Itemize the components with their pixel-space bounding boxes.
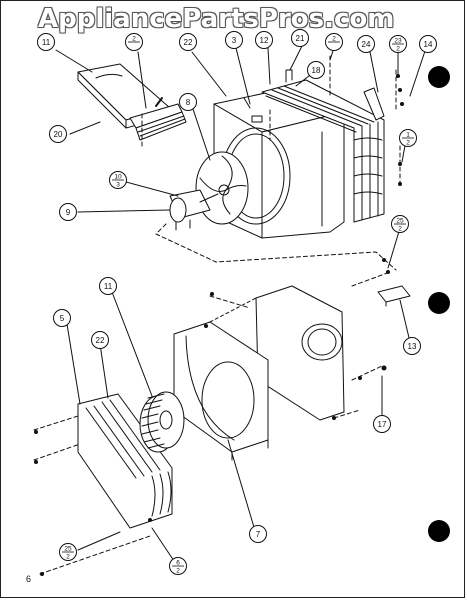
callout-circle	[357, 35, 375, 53]
callout-label: 14	[424, 40, 433, 49]
callout-circle	[99, 277, 117, 295]
callout-label: 18	[312, 66, 321, 75]
condenser-shroud-part	[213, 85, 345, 239]
callout-label: 22	[184, 38, 193, 47]
condenser-coil-part	[261, 69, 385, 223]
callout-denominator: 2	[398, 226, 402, 233]
callout-c3: 3	[225, 31, 243, 49]
binder-hole	[428, 66, 450, 88]
callout-circle	[59, 203, 77, 221]
callout-c12: 12	[255, 31, 273, 49]
callout-circle	[37, 33, 55, 51]
callout-circle	[179, 33, 197, 51]
callout-numerator: 2	[132, 36, 136, 43]
callout-label: 12	[260, 36, 269, 45]
blower-wheel-part	[139, 391, 185, 453]
callout-c10: 103	[109, 171, 127, 189]
dashed-assembly-lines	[33, 55, 401, 575]
callout-numerator: 25	[396, 218, 404, 225]
callout-numerator: 1	[406, 132, 410, 139]
callout-label: 22	[96, 336, 105, 345]
callout-c20: 20	[49, 125, 67, 143]
evaporator-coil-part	[77, 393, 173, 529]
filter-panel-part	[77, 63, 187, 141]
callout-label: 13	[408, 342, 417, 351]
callout-c22a: 22	[179, 33, 197, 51]
callout-circle	[91, 331, 109, 349]
callout-c24: 24	[357, 35, 375, 53]
callout-circle	[403, 337, 421, 355]
callout-circle	[373, 415, 391, 433]
callout-label: 5	[60, 314, 65, 323]
callout-denominator: 2	[176, 568, 180, 575]
screw-hardware	[34, 74, 404, 576]
callout-label: 20	[54, 130, 63, 139]
callout-denominator: 3	[116, 182, 120, 189]
callout-circle	[179, 93, 197, 111]
callout-c9: 9	[59, 203, 77, 221]
callout-circle	[249, 525, 267, 543]
callout-denominator: 2	[396, 46, 400, 53]
watermark: AppliancePartsPros.com	[38, 4, 395, 34]
binder-hole	[428, 520, 450, 542]
callout-c7: 7	[249, 525, 267, 543]
control-bracket-part	[377, 285, 411, 307]
callout-c2b: 2	[325, 33, 343, 51]
callout-numerator: 25	[64, 546, 72, 553]
callout-denominator: 2	[406, 140, 410, 147]
callout-c1: 12	[399, 129, 417, 147]
callout-c25a: 252	[391, 215, 409, 233]
fan-blade-part	[195, 151, 249, 225]
blower-scroll-housing-part	[173, 285, 345, 461]
callout-label: 9	[66, 208, 71, 217]
callout-denominator: 2	[66, 554, 70, 561]
binder-hole	[428, 292, 450, 314]
callout-circle	[49, 125, 67, 143]
callout-c23: 232	[389, 35, 407, 53]
callout-label: 11	[104, 282, 113, 291]
callout-c25b: 252	[59, 543, 77, 561]
callout-label: 24	[362, 40, 371, 49]
callout-c11b: 11	[99, 277, 117, 295]
callout-label: 21	[296, 34, 305, 43]
callout-label: 11	[42, 38, 51, 47]
callout-label: 3	[232, 36, 237, 45]
callout-circle	[255, 31, 273, 49]
page-number: 6	[26, 574, 32, 584]
callout-numerator: 2	[332, 36, 336, 43]
callout-circle	[225, 31, 243, 49]
callout-c18: 18	[307, 61, 325, 79]
callout-c22b: 22	[91, 331, 109, 349]
callout-circle	[291, 29, 309, 47]
fan-motor-part	[169, 189, 219, 231]
callout-c8: 8	[179, 93, 197, 111]
callout-c21: 21	[291, 29, 309, 47]
callout-c14: 14	[419, 35, 437, 53]
callout-c11a: 11	[37, 33, 55, 51]
callout-c17: 17	[373, 415, 391, 433]
callout-circle	[419, 35, 437, 53]
callout-c13: 13	[403, 337, 421, 355]
callout-numerator: 10	[114, 174, 122, 181]
callout-circle	[53, 309, 71, 327]
callout-numerator: 23	[394, 38, 402, 45]
callout-label: 7	[256, 530, 261, 539]
callout-c2a: 2	[125, 33, 143, 51]
callout-label: 8	[186, 98, 191, 107]
callout-circle	[307, 61, 325, 79]
callout-label: 17	[378, 420, 387, 429]
callout-c6: 62	[169, 557, 187, 575]
callout-c5: 5	[53, 309, 71, 327]
callout-numerator: 6	[176, 560, 180, 567]
